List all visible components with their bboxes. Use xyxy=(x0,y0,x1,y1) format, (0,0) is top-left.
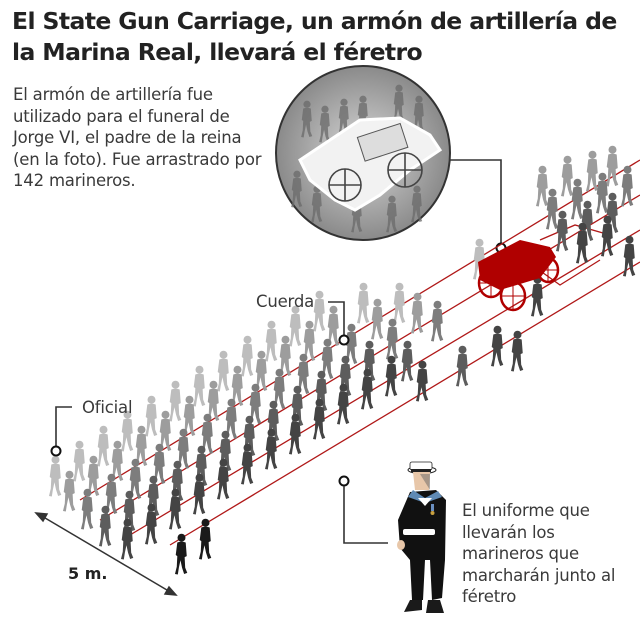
rope-connector-line xyxy=(328,301,345,336)
ropes xyxy=(79,159,640,546)
historic-photo xyxy=(275,65,451,241)
uniform-connector-dot xyxy=(338,475,350,487)
uniform-description: El uniforme que llevarán los marineros q… xyxy=(462,501,616,606)
distance-arrow xyxy=(34,512,178,596)
officer-connector-line xyxy=(55,406,72,447)
officer-label: Oficial xyxy=(82,398,133,417)
intro-text: El armón de artillería fue utilizado par… xyxy=(13,85,262,190)
distance-label: 5 m. xyxy=(68,564,108,583)
page-title: El State Gun Carriage, un armón de artil… xyxy=(12,7,617,66)
officer-connector-dot xyxy=(50,445,62,457)
rope-connector-dot xyxy=(338,334,350,346)
sailor-uniform-figure xyxy=(397,461,446,613)
uniform-connector-line xyxy=(343,486,388,544)
gun-carriage xyxy=(477,240,560,312)
photo-connector-line xyxy=(450,159,502,244)
rope-label: Cuerda xyxy=(256,292,315,311)
